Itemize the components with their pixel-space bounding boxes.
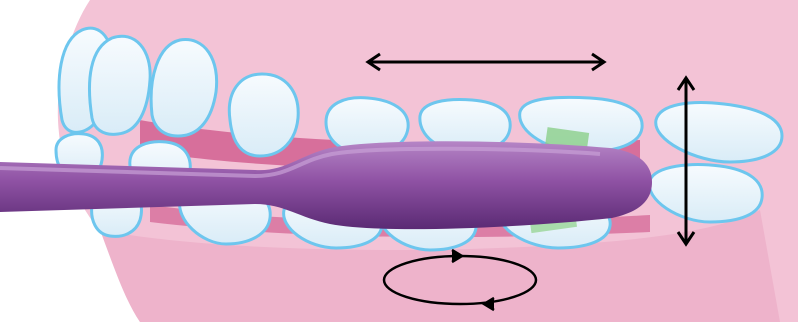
tooth <box>229 74 298 156</box>
tooth <box>151 40 217 136</box>
tooth <box>89 36 150 134</box>
